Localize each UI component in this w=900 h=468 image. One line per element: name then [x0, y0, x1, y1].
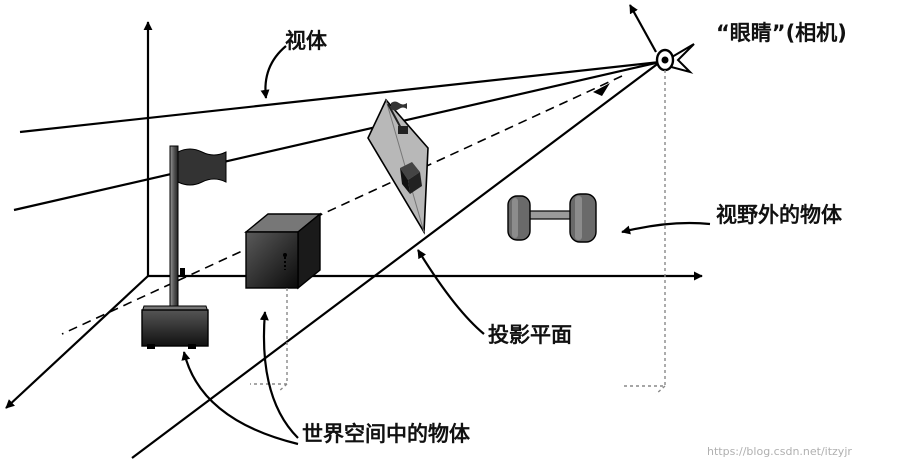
watermark: https://blog.csdn.net/itzyjr	[707, 445, 852, 458]
flag-base	[141, 309, 209, 347]
cube-object	[244, 212, 322, 290]
world-axes	[5, 21, 703, 409]
dumbbell-icon	[507, 193, 597, 243]
frustum	[13, 60, 661, 459]
world-objects-label: 世界空间中的物体	[302, 422, 470, 446]
frustum-label-arrow	[260, 45, 287, 99]
cube-icon	[245, 231, 299, 289]
label-arrows	[181, 45, 711, 446]
frustum-edge-hidden	[61, 75, 623, 335]
flag-object	[141, 145, 227, 349]
world-objects-arrow-flag	[181, 351, 299, 446]
flag-icon	[177, 148, 227, 186]
frustum-edge-top	[19, 60, 661, 134]
projection-plane	[367, 98, 429, 235]
projected-cube	[400, 162, 422, 194]
outside-object-label-arrow	[621, 221, 711, 235]
projection-plane-label: 投影平面	[488, 323, 572, 347]
frustum-label: 视体	[285, 29, 327, 53]
frustum-arrowhead	[593, 83, 610, 96]
world-objects-arrow-cube	[259, 311, 299, 439]
outside-object-label: 视野外的物体	[716, 203, 842, 227]
flag-pole	[169, 145, 179, 307]
camera-up-vector	[629, 4, 657, 53]
z-axis	[5, 275, 149, 409]
projected-flag	[387, 101, 408, 134]
projection-plane-label-arrow	[417, 249, 485, 335]
frustum-edge-bottom	[131, 61, 661, 459]
eye-icon	[629, 4, 695, 74]
ground-guides	[250, 70, 666, 395]
frustum-edge-mid	[13, 60, 661, 212]
eye-camera-label: “眼睛”(相机)	[716, 21, 847, 45]
